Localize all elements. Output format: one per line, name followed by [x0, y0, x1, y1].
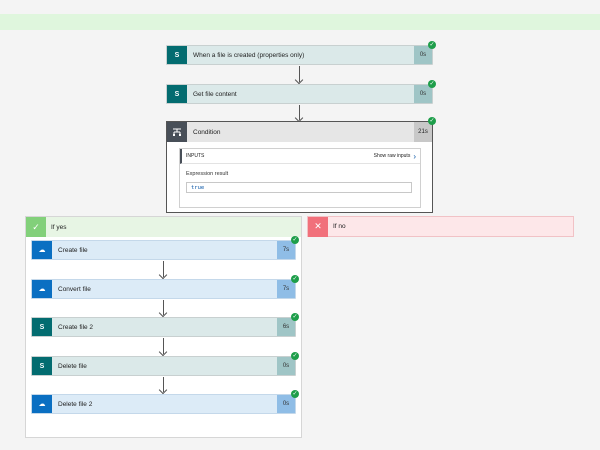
connector-arrow: [163, 300, 164, 315]
check-icon: ✓: [291, 352, 299, 360]
action-duration: 7s: [277, 280, 295, 298]
action-card[interactable]: ☁ Create file 7s: [31, 240, 296, 260]
cloud-icon: ☁: [32, 395, 52, 413]
condition-label: Condition: [193, 128, 221, 136]
close-icon: ✕: [308, 216, 328, 237]
check-icon: ✓: [291, 390, 299, 398]
check-icon: ✓: [291, 275, 299, 283]
cloud-icon: ☁: [32, 241, 52, 259]
action-label: Delete file 2: [58, 400, 93, 408]
if-no-label: If no: [333, 223, 346, 230]
action-duration: 0s: [277, 395, 295, 413]
check-icon: ✓: [428, 80, 436, 88]
action-label: Create file 2: [58, 323, 94, 331]
action-label: Delete file: [58, 362, 87, 370]
if-yes-header[interactable]: ✓ If yes: [26, 217, 301, 237]
expression-value: true: [186, 182, 412, 193]
action-label: Create file: [58, 246, 88, 254]
trigger-card[interactable]: S When a file is created (properties onl…: [166, 45, 433, 65]
trigger-label: When a file is created (properties only): [193, 51, 305, 59]
action-duration: 6s: [277, 318, 295, 336]
check-icon: ✓: [291, 313, 299, 321]
get-content-card[interactable]: S Get file content 0s: [166, 84, 433, 104]
action-duration: 0s: [277, 357, 295, 375]
connector-arrow: [163, 261, 164, 277]
connector-arrow: [299, 66, 300, 82]
sharepoint-icon: S: [167, 46, 187, 64]
if-yes-label: If yes: [51, 223, 67, 231]
show-raw-inputs-link[interactable]: Show raw inputs ›: [373, 151, 416, 161]
condition-icon: [167, 122, 187, 142]
condition-card[interactable]: Condition 21s INPUTS Show raw inputs › E…: [166, 121, 433, 213]
checkmark-icon: ✓: [26, 217, 46, 237]
action-card[interactable]: S Create file 2 6s: [31, 317, 296, 337]
sharepoint-icon: S: [32, 357, 52, 375]
action-card[interactable]: S Delete file 0s: [31, 356, 296, 376]
chevron-right-icon: ›: [413, 151, 416, 161]
action-card[interactable]: ☁ Convert file 7s: [31, 279, 296, 299]
check-icon: ✓: [428, 117, 436, 125]
get-content-duration: 0s: [414, 85, 432, 103]
inputs-panel: INPUTS Show raw inputs › Expression resu…: [179, 148, 421, 208]
sharepoint-icon: S: [167, 85, 187, 103]
trigger-duration: 0s: [414, 46, 432, 64]
sharepoint-icon: S: [32, 318, 52, 336]
get-content-label: Get file content: [193, 90, 237, 98]
action-card[interactable]: ☁ Delete file 2 0s: [31, 394, 296, 414]
connector-arrow: [163, 338, 164, 354]
condition-duration: 21s: [414, 122, 432, 142]
expression-label: Expression result: [186, 171, 229, 177]
cloud-icon: ☁: [32, 280, 52, 298]
action-label: Convert file: [58, 285, 91, 293]
inputs-heading: INPUTS: [186, 153, 205, 159]
connector-arrow: [299, 105, 300, 120]
check-icon: ✓: [428, 41, 436, 49]
if-no-pane[interactable]: ✕ If no: [307, 216, 574, 237]
action-duration: 7s: [277, 241, 295, 259]
check-icon: ✓: [291, 236, 299, 244]
success-banner: [0, 14, 600, 30]
connector-arrow: [163, 377, 164, 392]
